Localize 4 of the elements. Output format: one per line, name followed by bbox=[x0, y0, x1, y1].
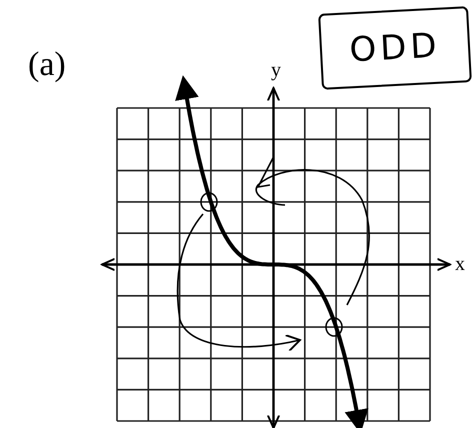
axis-label: x bbox=[455, 254, 465, 274]
axis-label: y bbox=[271, 60, 281, 80]
answer-box: ODD bbox=[318, 6, 472, 90]
panel-label: (a) bbox=[28, 48, 66, 82]
